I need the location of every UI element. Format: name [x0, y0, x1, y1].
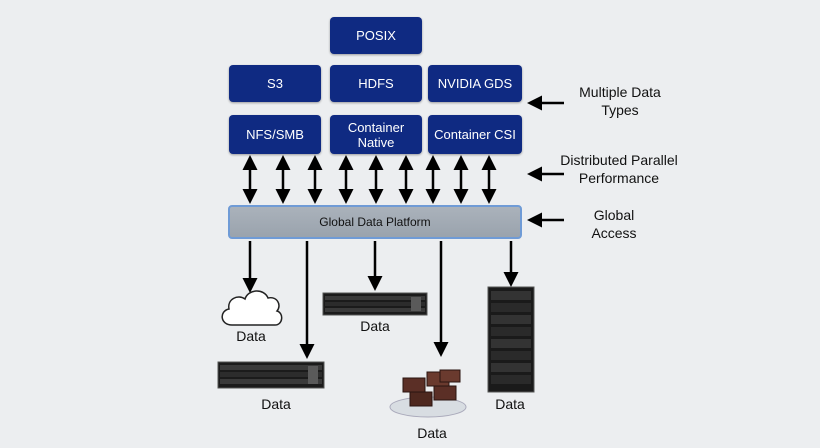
rack-server-icon [217, 361, 325, 389]
label-global-access: Global Access [591, 207, 637, 241]
data-label-cloud: Data [236, 328, 266, 344]
down-arrows [242, 241, 519, 359]
rack-server-icon [322, 292, 428, 316]
tower-rack-icon [487, 286, 535, 393]
protocol-box-posix: POSIX [330, 17, 422, 54]
bidirectional-arrows [242, 155, 497, 204]
protocol-box-nfs-smb: NFS/SMB [229, 115, 321, 154]
protocol-box-container-native: Container Native [330, 115, 422, 154]
data-label-rack-server-mid: Data [360, 318, 390, 334]
gpu-system-icon [389, 369, 467, 418]
label-multiple-data-types: Multiple Data Types [579, 84, 661, 118]
cloud-icon [221, 290, 283, 326]
data-label-rack-server-low: Data [261, 396, 291, 412]
protocol-box-hdfs: HDFS [330, 65, 422, 102]
protocol-box-s3: S3 [229, 65, 321, 102]
label-distributed-parallel-performance: Distributed Parallel Performance [560, 152, 678, 186]
protocol-box-nvidia-gds: NVIDIA GDS [428, 65, 522, 102]
data-label-gpu-system: Data [417, 425, 447, 441]
side-arrows [527, 95, 564, 228]
protocol-box-container-csi: Container CSI [428, 115, 522, 154]
data-label-tower-rack: Data [495, 396, 525, 412]
global-data-platform-bar: Global Data Platform [228, 205, 522, 239]
